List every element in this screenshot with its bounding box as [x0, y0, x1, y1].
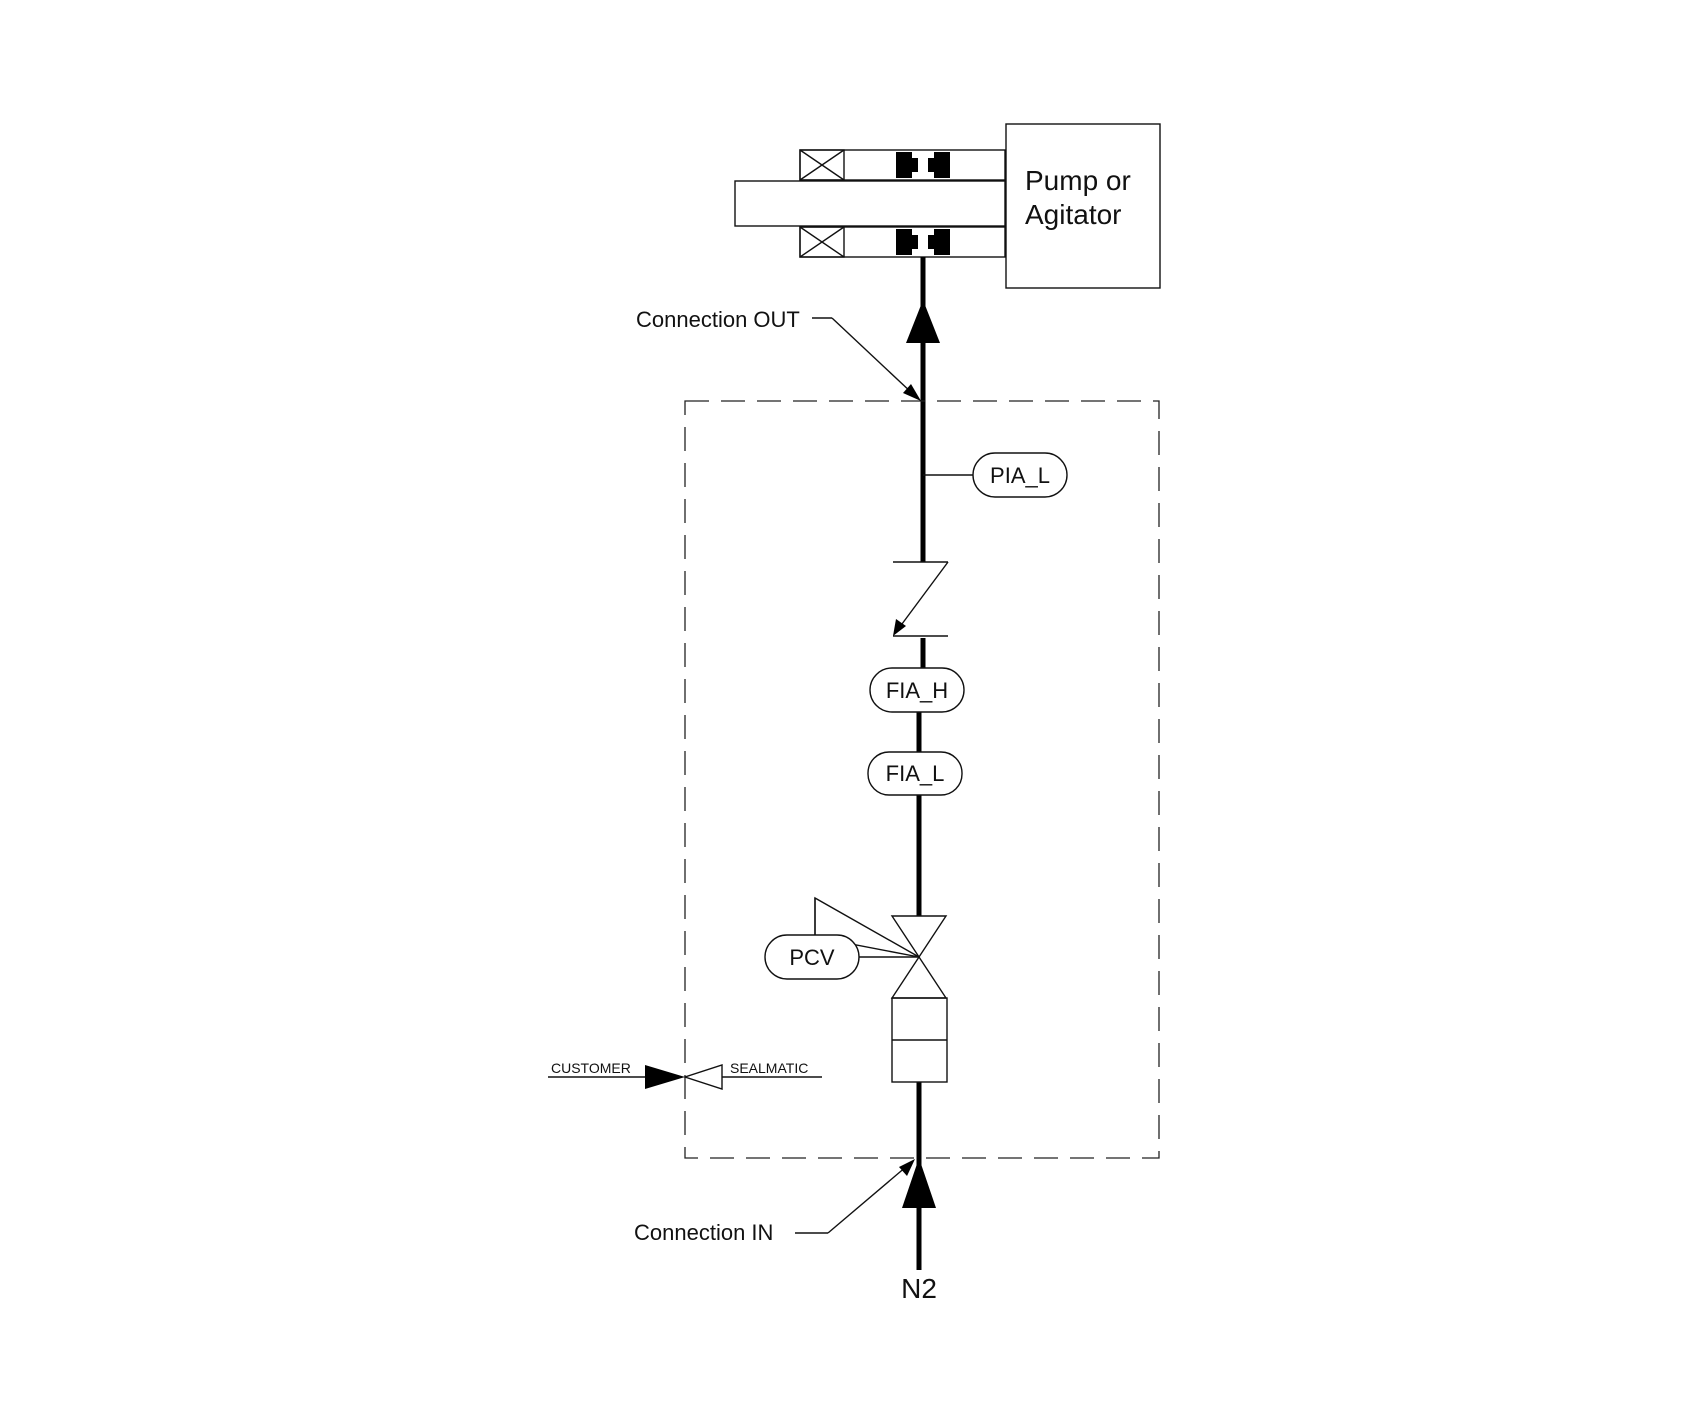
- pump-label-line1: Pump or: [1025, 165, 1131, 196]
- connection-in-callout: Connection IN: [634, 1159, 915, 1245]
- process-line: [902, 257, 940, 1270]
- check-valve-icon: [893, 561, 949, 637]
- customer-label: CUSTOMER: [551, 1060, 631, 1076]
- instrument-pia-l: PIA_L: [923, 452, 1068, 498]
- flow-arrow-out-icon: [906, 300, 940, 343]
- flow-arrow-in-icon: [902, 1158, 936, 1208]
- leader-arrow-icon: [903, 384, 921, 401]
- connection-out-callout: Connection OUT: [636, 307, 921, 401]
- seal-assembly: Pump or Agitator: [734, 123, 1161, 289]
- pia-l-label: PIA_L: [990, 463, 1050, 488]
- fia-h-label: FIA_H: [886, 678, 948, 703]
- scope-boundary: [684, 400, 1160, 1159]
- pump-box: [1005, 123, 1161, 289]
- mechanical-seal-icon: [896, 152, 950, 255]
- medium-label: N2: [901, 1273, 937, 1304]
- pcv-valve-icon: [814, 896, 948, 999]
- instrument-pcv: PCV: [764, 934, 860, 980]
- customer-arrow-icon: [645, 1065, 685, 1089]
- scope-legend: CUSTOMER SEALMATIC: [548, 1060, 822, 1090]
- shaft: [734, 180, 1006, 227]
- upper-bearing-icon: [799, 149, 845, 181]
- connection-in-label: Connection IN: [634, 1220, 773, 1245]
- sealmatic-arrow-icon: [682, 1064, 723, 1090]
- instrument-fia-h: FIA_H: [869, 667, 965, 713]
- lower-bearing-icon: [799, 226, 845, 258]
- connection-out-label: Connection OUT: [636, 307, 800, 332]
- instrument-fia-l: FIA_L: [867, 751, 963, 796]
- sealmatic-label: SEALMATIC: [730, 1060, 808, 1076]
- fia-l-label: FIA_L: [886, 761, 945, 786]
- leader-arrow-icon: [899, 1159, 915, 1176]
- pcv-label: PCV: [789, 945, 835, 970]
- pump-label-line2: Agitator: [1025, 199, 1122, 230]
- filter-icon: [891, 997, 948, 1083]
